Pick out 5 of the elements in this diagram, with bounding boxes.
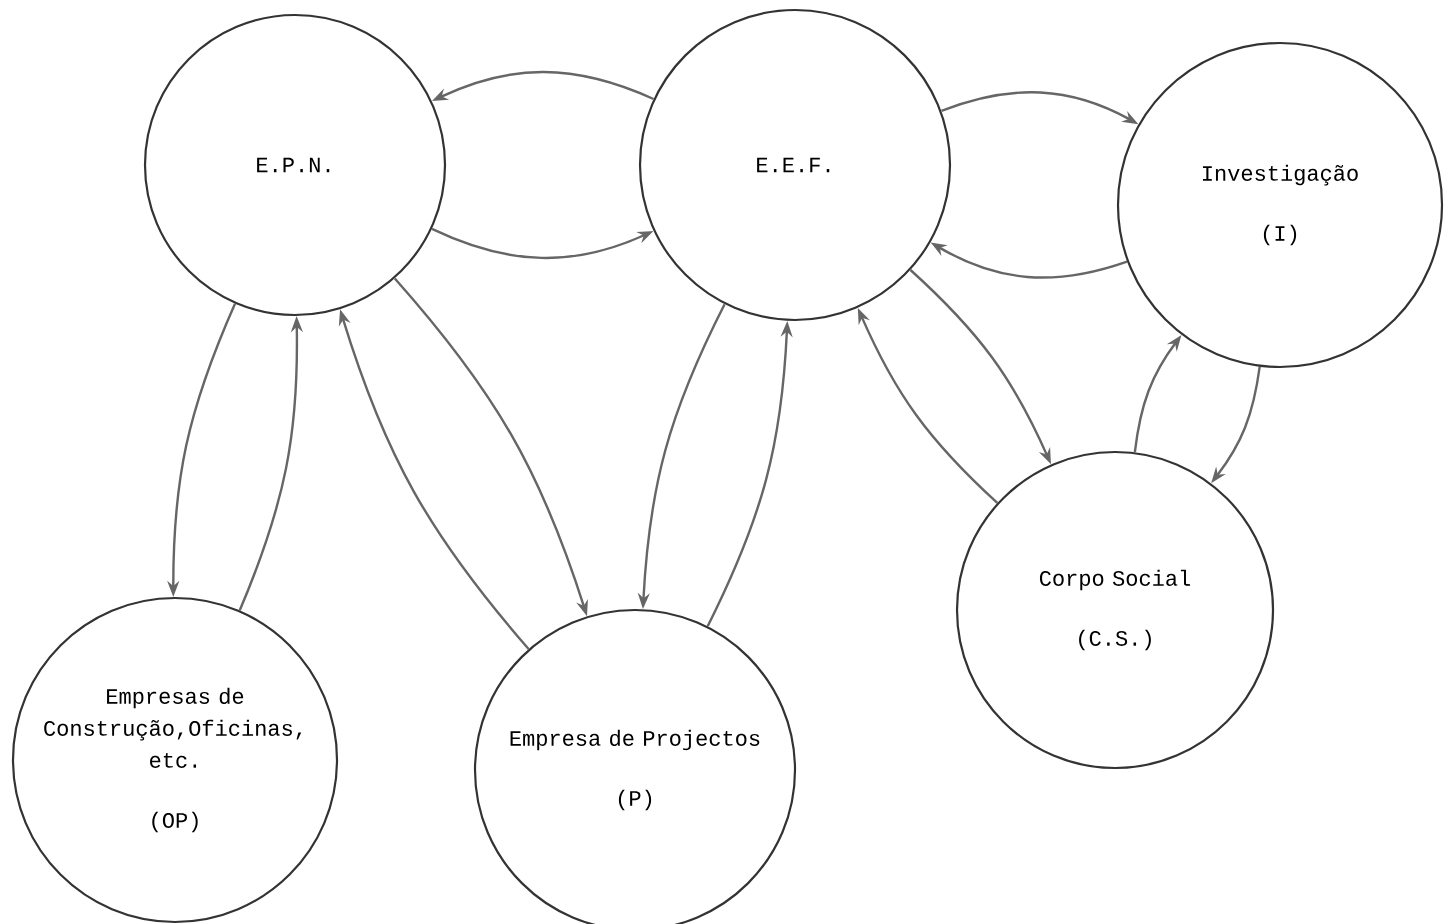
circle-node: Empresas de Construção,Oficinas, etc. (OP) bbox=[11, 596, 339, 924]
circle-node: E.P.N. bbox=[143, 13, 447, 317]
circle-node: Corpo Social (C.S.) bbox=[955, 450, 1275, 770]
circle-node: Investigação (I) bbox=[1116, 41, 1444, 369]
circle-node: E.E.F. bbox=[638, 8, 952, 322]
